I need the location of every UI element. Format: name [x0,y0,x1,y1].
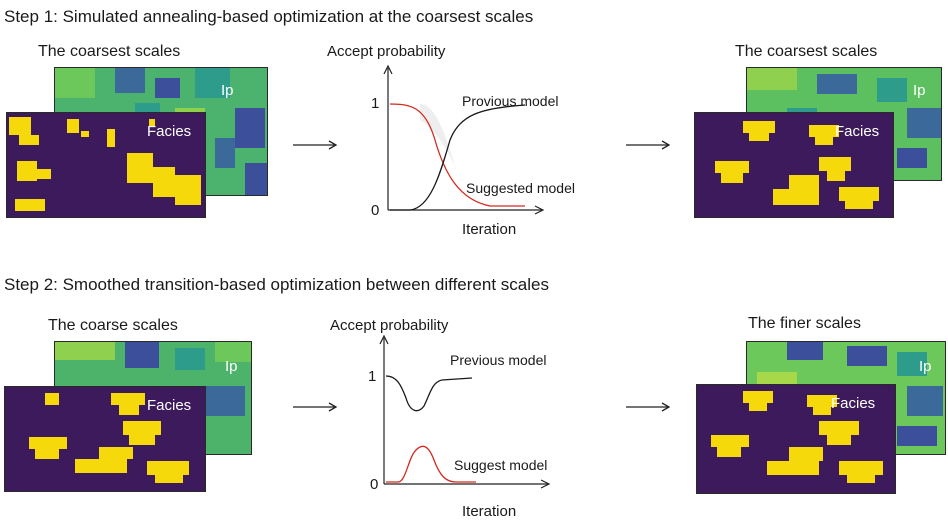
step1-left-panel-title: The coarsest scales [38,43,181,60]
step1-plot-xlabel: Iteration [462,221,517,238]
step1-gap-shading [420,104,460,180]
facies-texture [7,113,205,217]
step2-right-facies-label: Facies [831,395,876,412]
step2-right-panel-title: The finer scales [748,315,861,332]
step2-right-ip-label: Ip [919,358,932,375]
right-arrow-icon [293,140,338,150]
step1-lower-curve-label: Suggested model [466,180,575,196]
step2-lower-curve-label: Suggest model [454,457,548,473]
step1-right-facies-map: Facies [694,112,894,218]
step1-right-ip-label: Ip [913,82,926,99]
step1-right-facies-label: Facies [835,123,880,140]
step1-left-facies-map: Facies [6,112,206,218]
step2-suggest-curve [386,445,476,483]
step1-plot-tick-1: 1 [371,95,380,112]
step2-plot-tick-1: 1 [368,368,377,385]
step1-title: Step 1: Simulated annealing-based optimi… [4,7,534,26]
step2-title: Step 2: Smoothed transition-based optimi… [4,275,549,294]
step1-left-facies-label: Facies [147,123,192,140]
step2-upper-curve-label: Previous model [450,352,547,368]
step1-suggested-curve [389,103,525,207]
step1-right-panel-title: The coarsest scales [735,43,878,60]
step2-left-facies-map: Facies [4,386,206,492]
step1-plot-ylabel: Accept probability [327,43,446,60]
facies-texture [5,387,205,491]
right-arrow-icon [626,140,671,150]
step2-plot-tick-0: 0 [370,476,379,493]
step1-upper-curve-label: Provious model [462,93,559,109]
step1-plot-tick-0: 0 [371,202,380,219]
step1-left-ip-label: Ip [221,82,234,99]
step1-probability-plot [383,64,545,215]
step2-right-facies-map: Facies [696,384,896,494]
step2-plot-ylabel: Accept probability [330,317,449,334]
facies-texture [695,113,893,217]
step2-left-ip-label: Ip [225,358,238,375]
step2-previous-curve [385,375,473,412]
step2-left-panel-title: The coarse scales [48,317,178,334]
right-arrow-icon [626,402,671,412]
step2-probability-plot [379,334,551,489]
facies-texture [697,385,895,493]
step1-previous-curve [390,104,526,211]
right-arrow-icon [293,402,338,412]
step2-left-facies-label: Facies [147,397,192,414]
step2-plot-xlabel: Iteration [462,503,517,520]
